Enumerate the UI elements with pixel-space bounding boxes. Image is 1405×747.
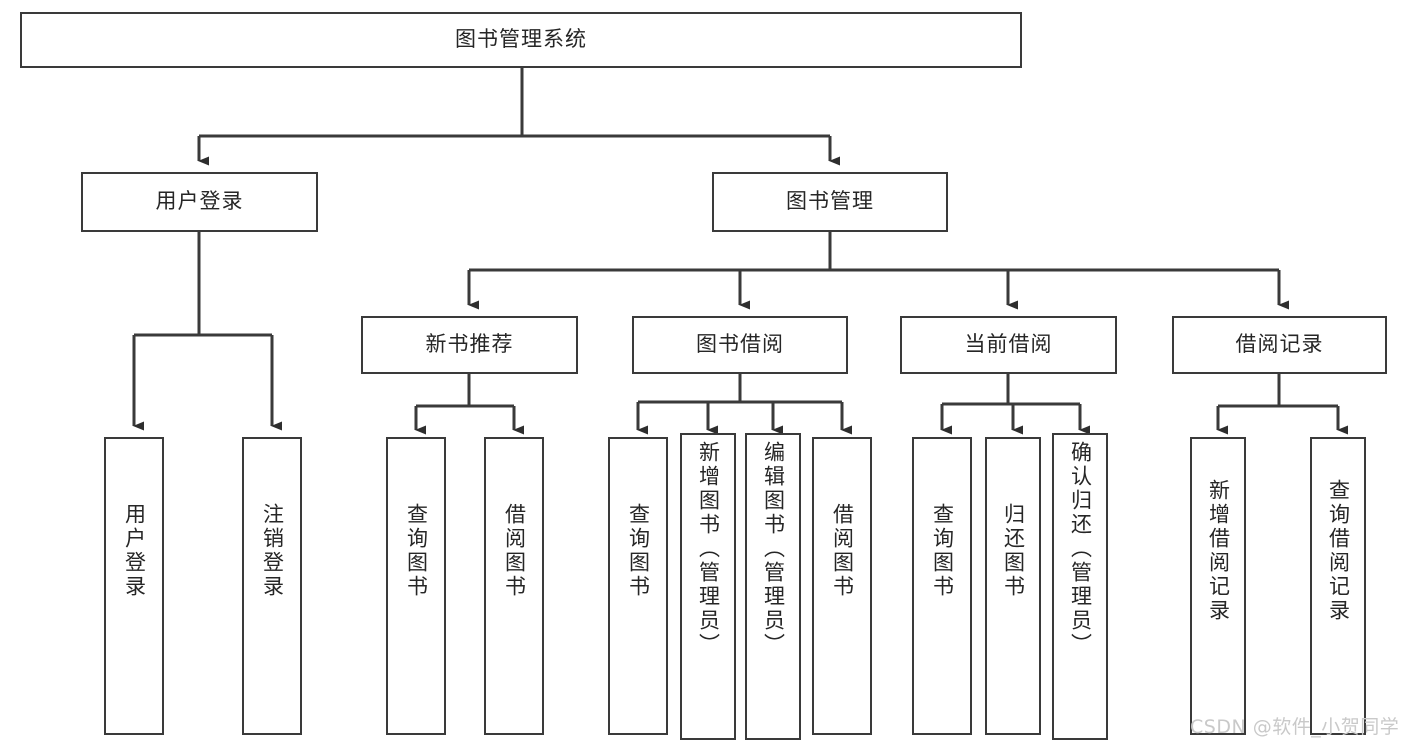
node-label: 图书管理系统 [455,27,587,52]
node-leaf-8[interactable]: 查询图书 [912,437,972,735]
node-root-图书管理系统[interactable]: 图书管理系统 [20,12,1022,68]
node-leaf-11[interactable]: 新增借阅记录 [1190,437,1246,735]
node-label: 查询借阅记录 [1326,479,1351,623]
node-label: 查询图书 [404,503,429,599]
node-leaf-0[interactable]: 用户登录 [104,437,164,735]
node-leaf-3[interactable]: 借阅图书 [484,437,544,735]
node-leaf-12[interactable]: 查询借阅记录 [1310,437,1366,735]
node-level2-0[interactable]: 新书推荐 [361,316,578,374]
node-label: 查询图书 [930,503,955,599]
node-label: 借阅图书 [502,503,527,599]
node-label: 图书借阅 [696,332,784,357]
node-leaf-4[interactable]: 查询图书 [608,437,668,735]
node-label: 归还图书 [1001,503,1026,599]
node-label: 借阅图书 [830,503,855,599]
node-leaf-5[interactable]: 新增图书（管理员） [680,433,736,740]
node-label: 编辑图书（管理员） [761,441,786,657]
node-label: 新增图书（管理员） [696,441,721,657]
node-level2-2[interactable]: 当前借阅 [900,316,1117,374]
node-label: 注销登录 [260,503,285,599]
node-label: 确认归还（管理员） [1068,441,1093,657]
node-leaf-1[interactable]: 注销登录 [242,437,302,735]
node-level2-3[interactable]: 借阅记录 [1172,316,1387,374]
csdn-watermark: CSDN @软件_小贺同学 [1190,716,1400,738]
node-label: 借阅记录 [1235,332,1324,357]
node-label: 查询图书 [626,503,651,599]
node-leaf-10[interactable]: 确认归还（管理员） [1052,433,1108,740]
node-label: 用户登录 [155,189,244,214]
node-label: 当前借阅 [964,332,1053,357]
node-level1-0[interactable]: 用户登录 [81,172,318,232]
node-leaf-9[interactable]: 归还图书 [985,437,1041,735]
node-label: 用户登录 [122,503,147,599]
node-leaf-7[interactable]: 借阅图书 [812,437,872,735]
node-label: 新增借阅记录 [1206,479,1231,623]
node-level1-1[interactable]: 图书管理 [712,172,948,232]
node-leaf-6[interactable]: 编辑图书（管理员） [745,433,801,740]
node-label: 新书推荐 [425,332,514,357]
node-level2-1[interactable]: 图书借阅 [632,316,848,374]
node-leaf-2[interactable]: 查询图书 [386,437,446,735]
node-label: 图书管理 [786,189,874,214]
